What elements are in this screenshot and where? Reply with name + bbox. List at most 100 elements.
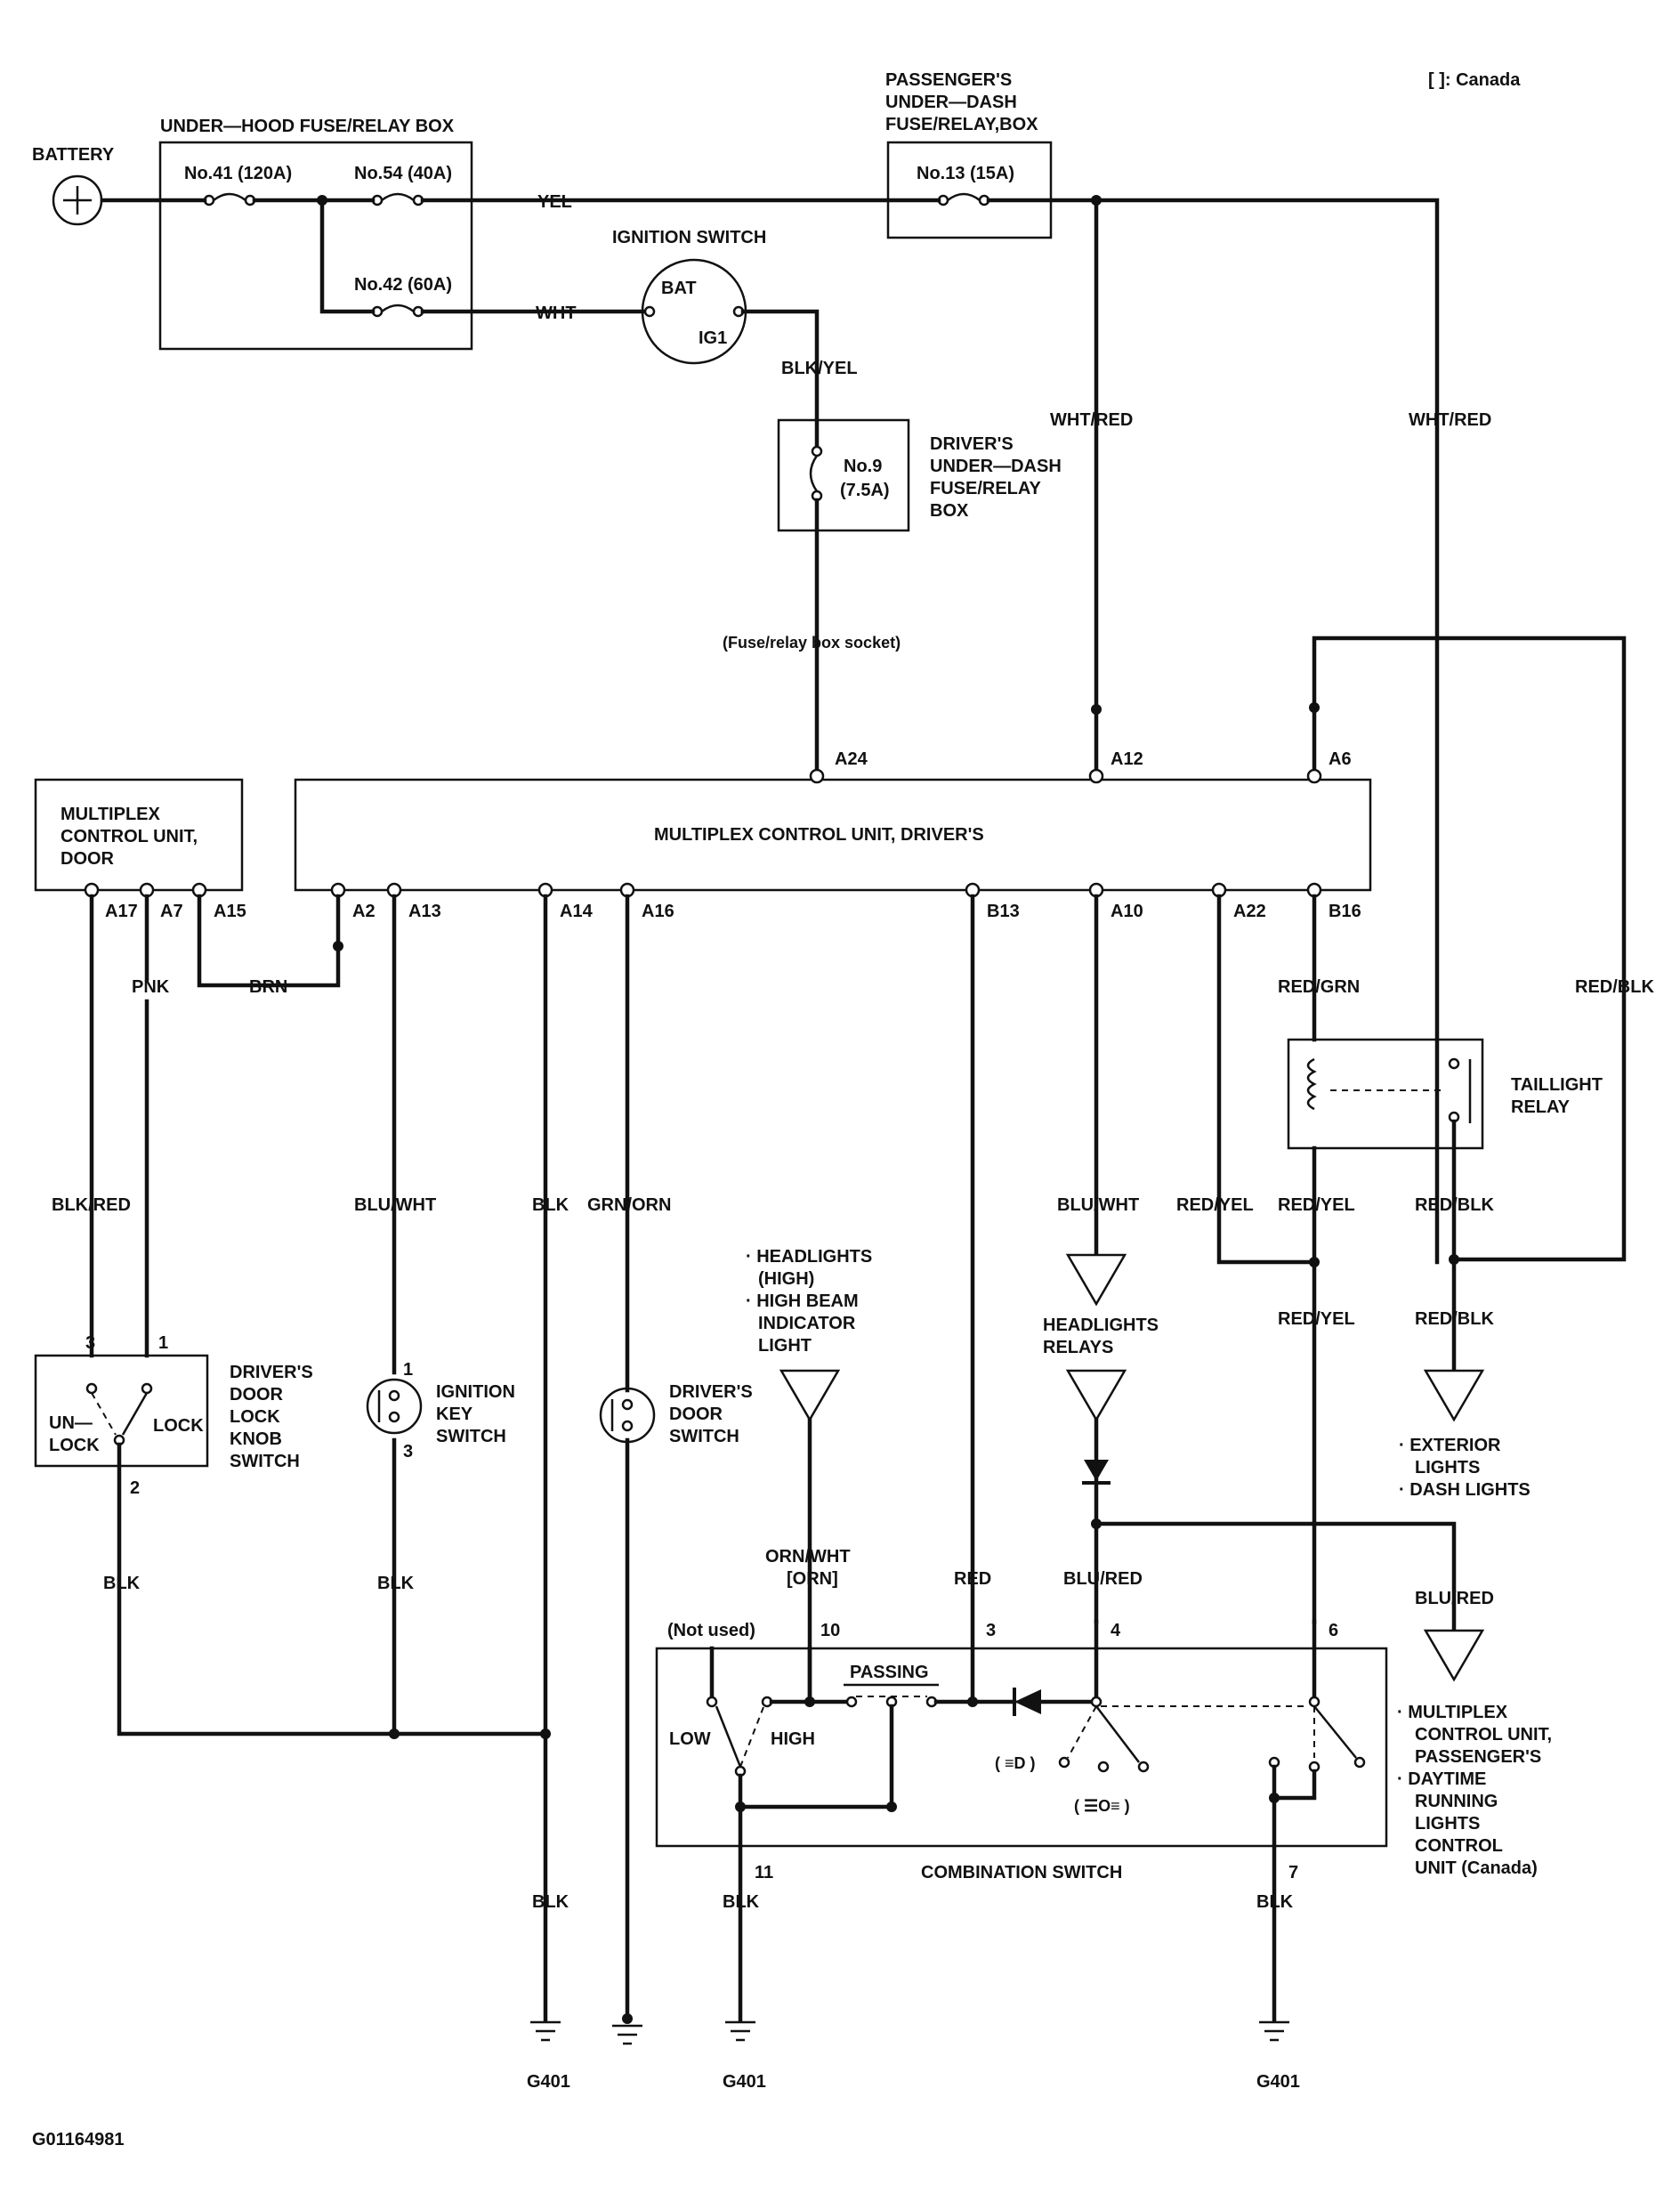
pin-a24: A24 bbox=[835, 749, 868, 769]
fuse-icon bbox=[371, 304, 424, 318]
pin-a22: A22 bbox=[1233, 902, 1266, 921]
wire-wht-red-label-2: WHT/RED bbox=[1409, 410, 1491, 430]
combination-switch bbox=[655, 1647, 1388, 1848]
hl-high-label-2: (HIGH) bbox=[758, 1269, 814, 1289]
ground-label-a: G401 bbox=[527, 2072, 570, 2092]
door-sw-label-2: DOOR bbox=[669, 1405, 723, 1424]
canada-note: [ ]: Canada bbox=[1428, 70, 1521, 90]
connector-arrow-icon bbox=[1423, 1369, 1485, 1422]
pin-b13: B13 bbox=[987, 902, 1020, 921]
pin-a16: A16 bbox=[642, 902, 674, 921]
high-wire bbox=[769, 1646, 812, 1704]
connector-arrow-icon bbox=[1065, 1253, 1127, 1307]
wire-blk-label-2: BLK bbox=[103, 1574, 141, 1593]
pin-c10: 10 bbox=[820, 1621, 840, 1640]
mcu-door-label-3: DOOR bbox=[61, 849, 115, 869]
door-lock-label-2: DOOR bbox=[230, 1385, 284, 1405]
ground-icon bbox=[530, 2020, 561, 2042]
multiplex-control-unit-driver bbox=[294, 778, 1372, 892]
combo-switch-label: COMBINATION SWITCH bbox=[921, 1863, 1122, 1882]
fuse-icon bbox=[371, 192, 424, 206]
door-lock-label-1: DRIVER'S bbox=[230, 1363, 313, 1382]
ig1-label: IG1 bbox=[699, 328, 727, 348]
hl-high-label-4: INDICATOR bbox=[758, 1314, 856, 1333]
connector-arrow-icon bbox=[1065, 1369, 1127, 1422]
pin-k3: 3 bbox=[403, 1442, 413, 1461]
driver-fuse-box bbox=[777, 418, 910, 532]
wire-blk-yel-label: BLK/YEL bbox=[781, 359, 858, 378]
wire-blk-red-label: BLK/RED bbox=[52, 1195, 131, 1215]
wire-wht-red-label-1: WHT/RED bbox=[1050, 410, 1133, 430]
fuse9-label-a: No.9 bbox=[844, 457, 882, 476]
under-hood-box-label: UNDER—HOOD FUSE/RELAY BOX bbox=[160, 117, 455, 136]
pin-k1: 1 bbox=[403, 1360, 413, 1380]
pin-c6: 6 bbox=[1329, 1621, 1338, 1640]
bat-label: BAT bbox=[661, 279, 697, 298]
pin-c4: 4 bbox=[1111, 1621, 1121, 1640]
wire-blk-label-6: BLK bbox=[1256, 1892, 1294, 1912]
pin-a13: A13 bbox=[408, 902, 441, 921]
passenger-box-label-2: UNDER—DASH bbox=[885, 93, 1017, 112]
driver-box-label-3: FUSE/RELAY bbox=[930, 479, 1042, 498]
pin-c7: 7 bbox=[1288, 1863, 1298, 1882]
blk-yel-wire bbox=[740, 309, 820, 448]
mcu-pass-label-1: · MULTIPLEX bbox=[1397, 1703, 1508, 1722]
ign-key-label-1: IGNITION bbox=[436, 1382, 515, 1402]
ext-label-3: · DASH LIGHTS bbox=[1399, 1480, 1531, 1500]
wire-red-grn-label: RED/GRN bbox=[1278, 977, 1360, 997]
wire-blu-red-label-2: BLU/RED bbox=[1415, 1589, 1494, 1608]
pin-c11: 11 bbox=[755, 1863, 773, 1882]
wire-orn-wht-label-1: ORN/WHT bbox=[765, 1547, 851, 1567]
connector-arrow-icon bbox=[1423, 1629, 1485, 1682]
wire-blu-red-label-1: BLU/RED bbox=[1063, 1569, 1143, 1589]
diode-icon bbox=[1084, 1460, 1109, 1481]
wire-yel-label: YEL bbox=[537, 192, 572, 212]
fuse-icon bbox=[809, 455, 819, 492]
wht-wire bbox=[319, 198, 645, 314]
fuse42-label: No.42 (60A) bbox=[354, 275, 452, 295]
ext-label-2: LIGHTS bbox=[1415, 1458, 1480, 1478]
battery-icon bbox=[52, 174, 103, 226]
door-lock-ground-wire bbox=[117, 1442, 548, 1737]
wire-blk-label-1: BLK bbox=[532, 1195, 569, 1215]
ign-key-label-3: SWITCH bbox=[436, 1427, 506, 1446]
ign-key-label-2: KEY bbox=[436, 1405, 473, 1424]
pin-a6: A6 bbox=[1329, 749, 1352, 769]
unlock-label-1: UN— bbox=[49, 1413, 93, 1433]
yel-wire bbox=[319, 198, 1440, 1265]
taillight-relay-label-2: RELAY bbox=[1511, 1097, 1571, 1117]
blu-red-wire-2 bbox=[1094, 1521, 1457, 1631]
ignition-switch-label: IGNITION SWITCH bbox=[612, 228, 766, 247]
fuse54-label: No.54 (40A) bbox=[354, 164, 452, 183]
ground-icon bbox=[1259, 2020, 1289, 2042]
wire-brn-label: BRN bbox=[249, 977, 287, 997]
wire-orn-wht-label-2: [ORN] bbox=[787, 1569, 838, 1589]
pin-a15: A15 bbox=[214, 902, 246, 921]
hl-high-label-3: · HIGH BEAM bbox=[746, 1291, 859, 1311]
door-sw-label-3: SWITCH bbox=[669, 1427, 739, 1446]
ground-icon bbox=[725, 2020, 755, 2042]
ground-icon bbox=[612, 2013, 642, 2045]
wire-grn-orn-label: GRN/ORN bbox=[587, 1195, 671, 1215]
hl-relays-label-1: HEADLIGHTS bbox=[1043, 1316, 1159, 1335]
pin-a17: A17 bbox=[105, 902, 138, 921]
fuse-icon bbox=[937, 192, 990, 206]
fuse9-label-b: (7.5A) bbox=[840, 481, 890, 500]
mcu-pass-label-7: CONTROL bbox=[1415, 1836, 1503, 1856]
mcu-door-label-1: MULTIPLEX bbox=[61, 805, 161, 824]
diode-icon bbox=[1014, 1689, 1041, 1714]
pin-2: 2 bbox=[130, 1478, 140, 1498]
wire-red-label: RED bbox=[954, 1569, 991, 1589]
under-hood-fuse-box bbox=[158, 141, 473, 351]
door-lock-knob-switch bbox=[34, 1354, 209, 1468]
passing-label: PASSING bbox=[850, 1663, 929, 1682]
wire-red-yel-label-1: RED/YEL bbox=[1176, 1195, 1254, 1215]
taillight-relay bbox=[1287, 1038, 1484, 1150]
passenger-box-label-3: FUSE/RELAY,BOX bbox=[885, 115, 1038, 134]
wire-red-blk-label-1: RED/BLK bbox=[1575, 977, 1654, 997]
mcu-pass-label-5: RUNNING bbox=[1415, 1792, 1498, 1811]
relay-coil-icon bbox=[1306, 1057, 1317, 1111]
lock-label: LOCK bbox=[153, 1416, 204, 1436]
pin-a2: A2 bbox=[352, 902, 376, 921]
hl-high-label-1: · HEADLIGHTS bbox=[746, 1247, 872, 1267]
